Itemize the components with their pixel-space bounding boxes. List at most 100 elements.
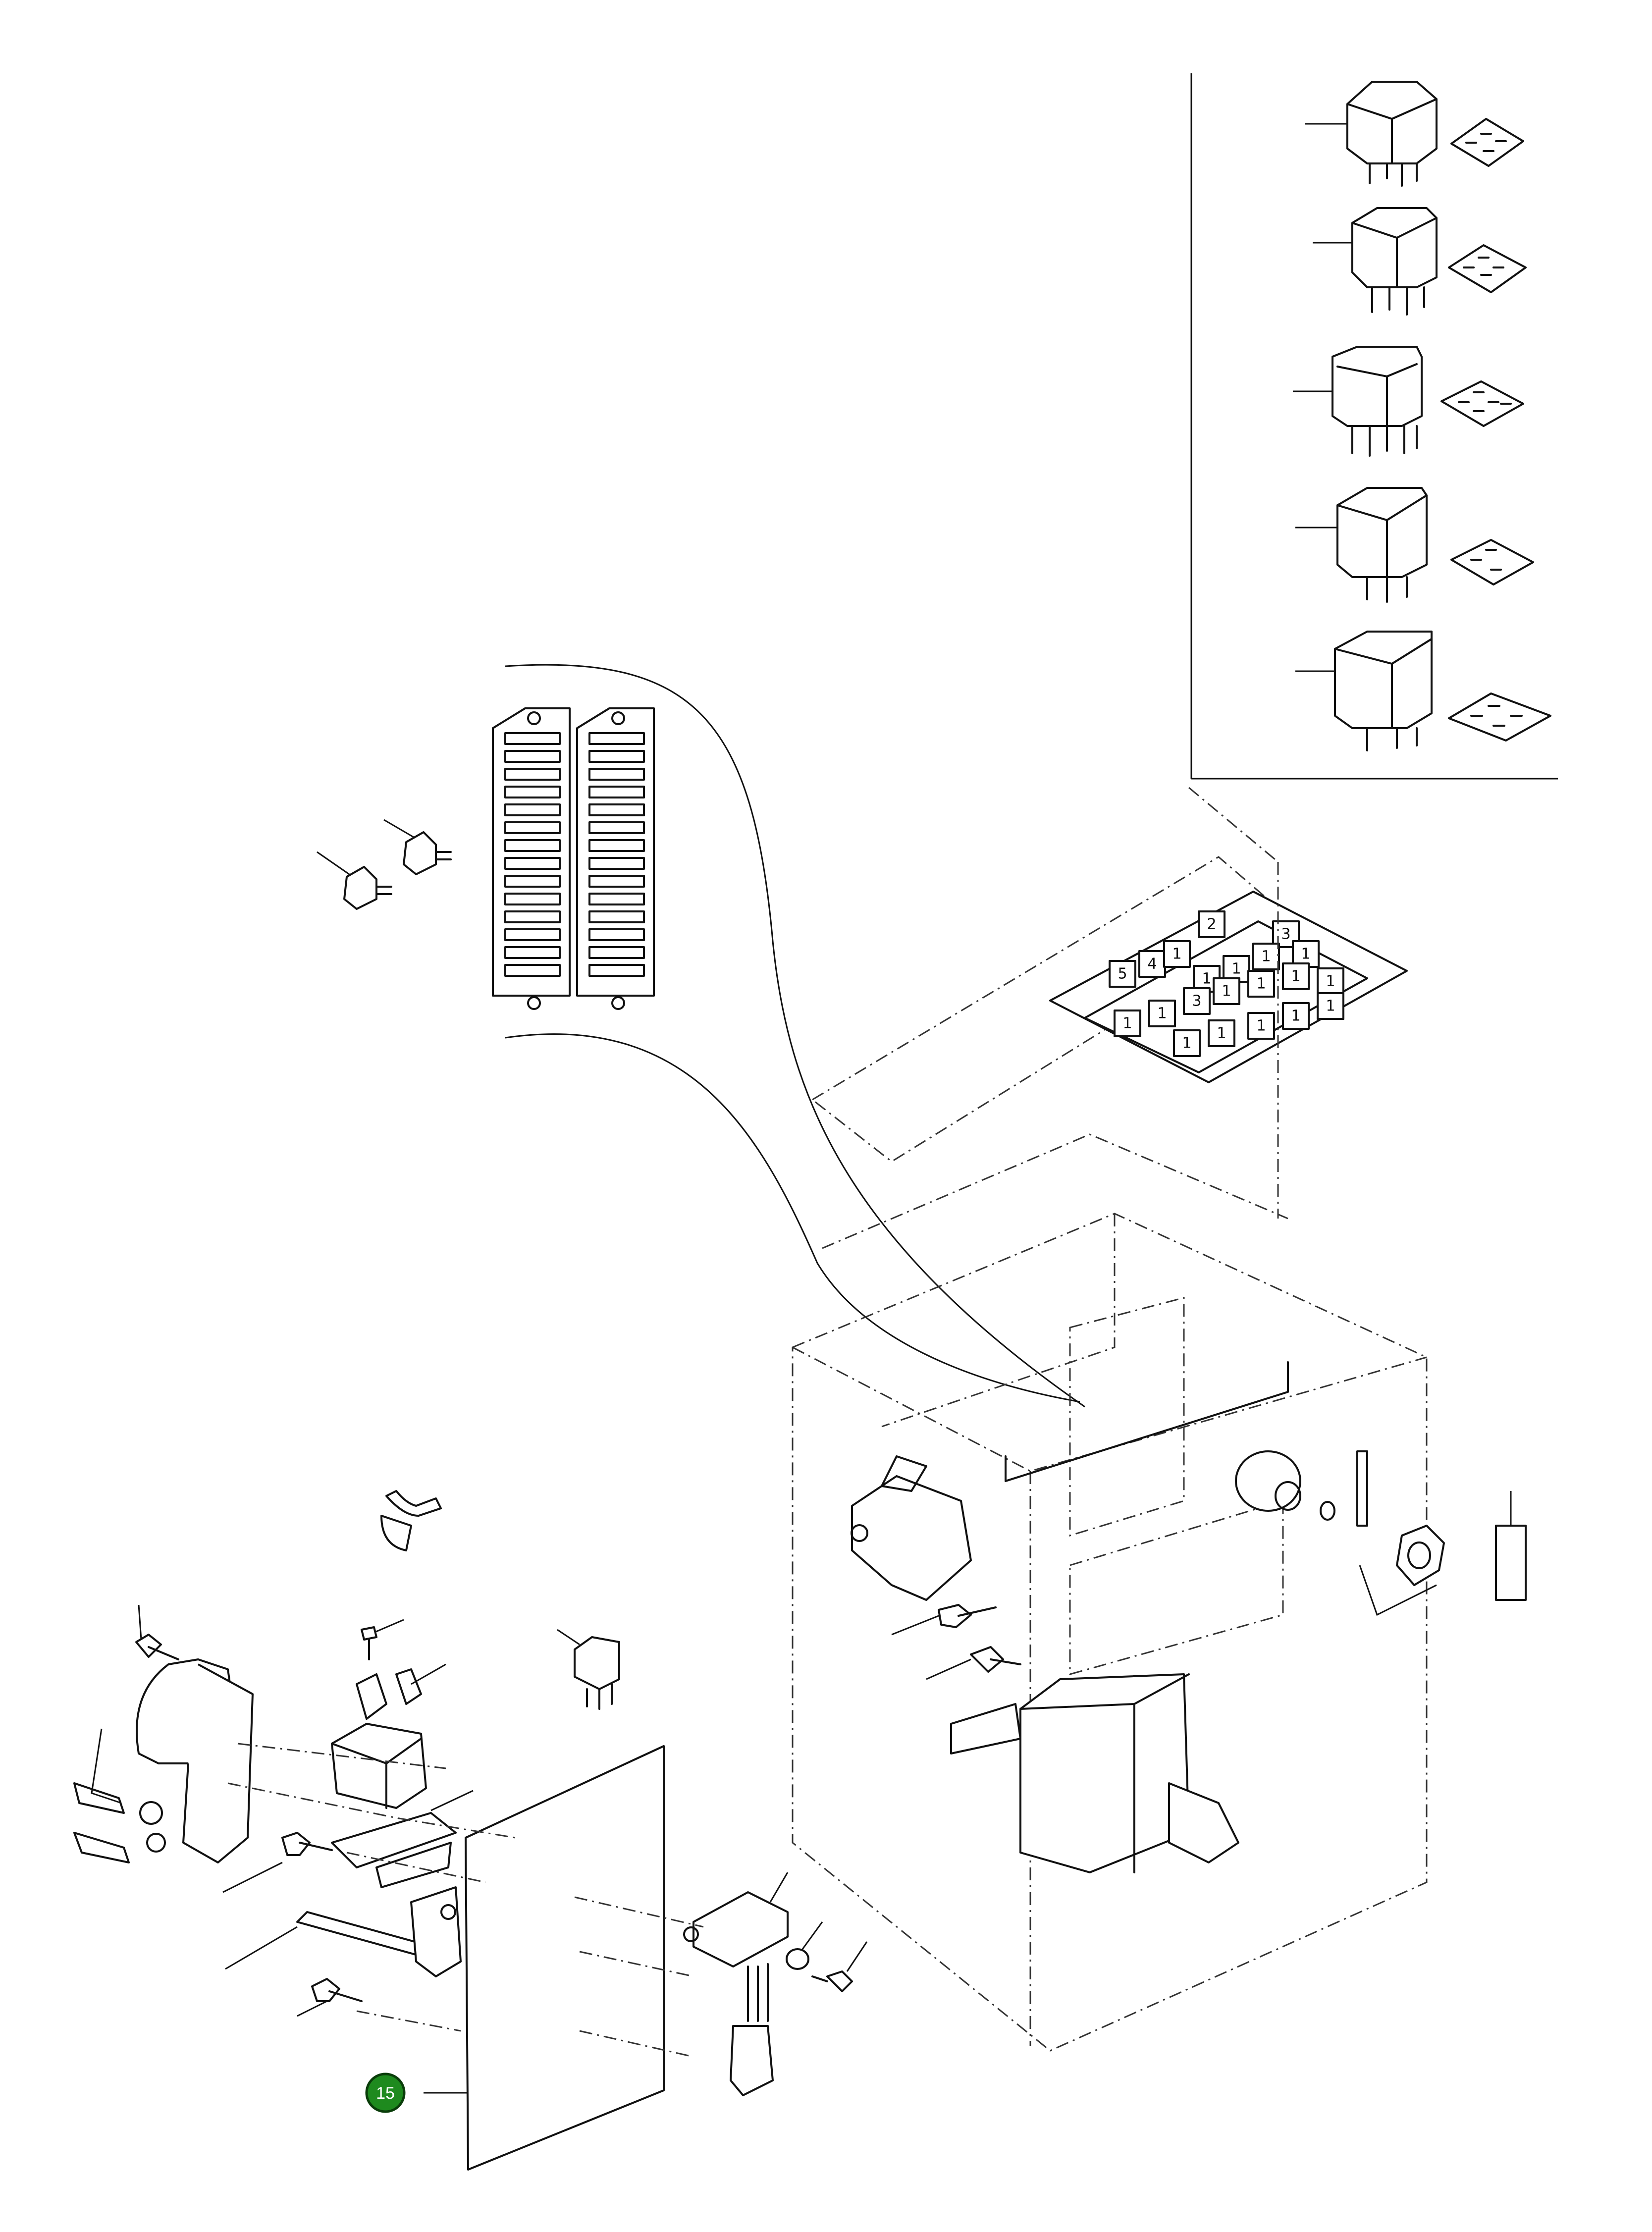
panel-relay-label: 1 bbox=[1231, 960, 1241, 978]
fuse-slot bbox=[588, 803, 645, 816]
fuse-slot bbox=[504, 732, 561, 745]
fuse-slot bbox=[504, 839, 561, 852]
relay-icon bbox=[1313, 207, 1438, 316]
fuse-slot bbox=[588, 821, 645, 834]
panel-relay: 4 bbox=[1138, 950, 1166, 978]
panel-relay-label: 1 bbox=[1291, 968, 1300, 985]
fuse-slot bbox=[504, 928, 561, 941]
bolt-icon bbox=[222, 1832, 333, 1893]
panel-relay-label: 1 bbox=[1157, 1005, 1167, 1022]
panel-relay-label: 1 bbox=[1217, 1025, 1226, 1042]
relay-socket-icon bbox=[1450, 539, 1534, 585]
panel-relay-label: 1 bbox=[1291, 1008, 1300, 1025]
panel-relay-label: 1 bbox=[1256, 1017, 1266, 1035]
bolt-icon bbox=[297, 1978, 363, 2017]
panel-relay: 1 bbox=[1317, 967, 1344, 995]
fuse-slot bbox=[588, 928, 645, 941]
panel-relay: 1 bbox=[1163, 940, 1191, 968]
relay-socket-icon bbox=[1448, 244, 1527, 293]
fuse-slot bbox=[504, 893, 561, 905]
fuse-slot bbox=[588, 839, 645, 852]
fuse-slot bbox=[588, 964, 645, 977]
panel-relay-label: 1 bbox=[1256, 975, 1266, 993]
panel-relay-label: 1 bbox=[1122, 1015, 1132, 1032]
panel-relay: 1 bbox=[1282, 1002, 1310, 1030]
fuse-block-icon bbox=[492, 707, 655, 1010]
nut-icon bbox=[1359, 1525, 1445, 1616]
relay-icon bbox=[1305, 81, 1438, 187]
control-module bbox=[950, 1673, 1190, 1873]
long-bracket bbox=[225, 1886, 462, 1977]
panel-relay: 1 bbox=[1208, 1019, 1235, 1047]
relay-icon bbox=[1293, 346, 1423, 457]
relay-icon bbox=[1295, 631, 1433, 751]
panel-relay: 2 bbox=[1198, 910, 1226, 938]
panel-relay-label: 1 bbox=[1182, 1035, 1191, 1052]
panel-relay-label: 1 bbox=[1202, 970, 1211, 988]
fuse-slot bbox=[504, 786, 561, 798]
fuse-slot bbox=[504, 946, 561, 959]
fuse-slot bbox=[588, 857, 645, 870]
connector-icon bbox=[683, 1872, 789, 2096]
panel-relay-label: 1 bbox=[1326, 973, 1335, 990]
fuse-slot bbox=[588, 946, 645, 959]
elbow-fitting-icon bbox=[380, 1490, 442, 1551]
panel-relay: 1 bbox=[1247, 970, 1275, 998]
panel-relay-label: 1 bbox=[1172, 946, 1181, 963]
panel-relay-label: 1 bbox=[1222, 983, 1231, 1000]
fuse-slot bbox=[588, 910, 645, 923]
solenoid-icon bbox=[331, 1663, 446, 1809]
panel-relay: 1 bbox=[1173, 1029, 1201, 1057]
callout-15-label: 15 bbox=[376, 2084, 395, 2103]
panel-relay: 1 bbox=[1252, 943, 1280, 970]
panel-relay-label: 2 bbox=[1207, 916, 1216, 933]
panel-relay: 5 bbox=[1109, 960, 1136, 988]
fuse-slot bbox=[588, 768, 645, 781]
fuse-slot bbox=[504, 803, 561, 816]
relay-socket-icon bbox=[1450, 118, 1524, 167]
panel-relay: 1 bbox=[1213, 977, 1240, 1005]
fuse-slot bbox=[504, 857, 561, 870]
panel-relay-label: 5 bbox=[1118, 965, 1127, 983]
panel-relay-label: 1 bbox=[1301, 946, 1310, 963]
bolt-icon bbox=[891, 1604, 1021, 1680]
blade-fuse-icon bbox=[317, 819, 452, 910]
bolt-icon bbox=[135, 1604, 179, 1660]
panel-relay-label: 1 bbox=[1261, 948, 1271, 965]
mounting-bracket bbox=[851, 1455, 972, 1601]
fuse-slot bbox=[588, 875, 645, 888]
panel-relay-label: 3 bbox=[1192, 993, 1201, 1010]
panel-relay-label: 3 bbox=[1281, 926, 1290, 943]
fuse-slot bbox=[504, 875, 561, 888]
relay-icon bbox=[557, 1629, 620, 1710]
callout-15[interactable]: 15 bbox=[365, 2073, 406, 2113]
panel-relay: 1 bbox=[1114, 1010, 1141, 1037]
fuse-slot bbox=[504, 910, 561, 923]
label-plate bbox=[1495, 1491, 1527, 1601]
panel-relay-label: 1 bbox=[1326, 998, 1335, 1015]
harness-plug bbox=[1168, 1782, 1239, 1863]
fuse-slot bbox=[588, 786, 645, 798]
screw-icon bbox=[361, 1619, 404, 1660]
relay-icon bbox=[1295, 487, 1428, 603]
fuse-slot bbox=[504, 768, 561, 781]
angle-bracket bbox=[331, 1790, 474, 1888]
panel-relay: 1 bbox=[1148, 1000, 1176, 1027]
circuit-breaker bbox=[136, 1658, 254, 1863]
panel-relay: 3 bbox=[1183, 987, 1211, 1015]
fuse-slot bbox=[588, 750, 645, 763]
enclosure-box bbox=[792, 787, 1428, 2052]
panel-relay-label: 4 bbox=[1147, 956, 1157, 973]
relay-socket-icon bbox=[1448, 692, 1551, 742]
fuse-slot bbox=[504, 750, 561, 763]
panel-relay: 1 bbox=[1317, 992, 1344, 1020]
relay-socket-icon bbox=[1440, 380, 1524, 427]
switch-icon bbox=[1235, 1450, 1368, 1527]
panel-relay: 1 bbox=[1282, 962, 1310, 990]
fuse-slot bbox=[504, 821, 561, 834]
relay-inset-frame bbox=[1190, 73, 1558, 780]
fuse-slot bbox=[504, 964, 561, 977]
fuse-slot bbox=[588, 732, 645, 745]
